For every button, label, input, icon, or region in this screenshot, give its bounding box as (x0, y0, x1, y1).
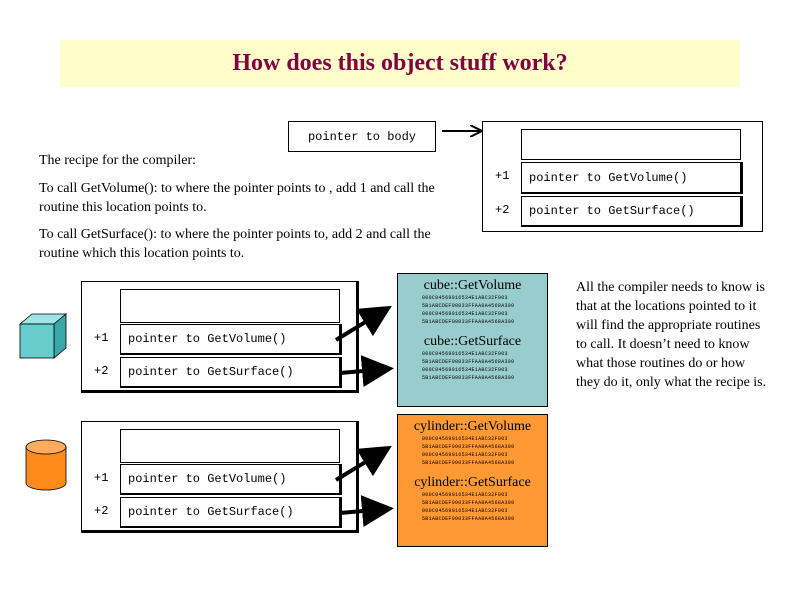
vtable-header-cell (521, 129, 741, 160)
vtable-cylinder: +1 pointer to GetVolume() +2 pointer to … (81, 421, 359, 533)
vtable-slot-getsurface-label: pointer to GetSurface() (529, 204, 695, 218)
arrow-cube-getsurface (339, 355, 394, 388)
cylinder-getvolume-title: cylinder::GetVolume (413, 419, 532, 434)
cube-offset-1: +1 (94, 331, 109, 345)
recipe-heading: The recipe for the compiler: (39, 153, 197, 168)
cube-getsurface-code: 000C04569016534E1ABC32F003 5B1ABCDEF0003… (422, 351, 515, 381)
cylinder-slot-getsurface: pointer to GetSurface() (120, 497, 342, 528)
arrow-cube-getvolume (334, 305, 392, 342)
cube-offset-2: +2 (94, 364, 109, 378)
cylinder-icon (25, 439, 67, 491)
vtable-generic: +1 pointer to GetVolume() +2 pointer to … (482, 121, 763, 232)
cylinder-getsurface-code: 000C04569016534E1ABC32F003 5B1ABCDEF0003… (422, 492, 515, 522)
recipe-step-getvolume: To call GetVolume(): to where the pointe… (39, 181, 435, 215)
cylinder-offset-2: +2 (94, 504, 109, 518)
cube-routines-block: cube::GetVolume 000C04569016534E1ABC32F0… (397, 273, 548, 407)
cylinder-getsurface-title: cylinder::GetSurface (414, 475, 531, 490)
title-band: How does this object stuff work? (60, 40, 740, 87)
vtable-offset-1: +1 (495, 169, 510, 183)
pointer-to-body-label: pointer to body (307, 129, 417, 144)
cylinder-routines-block: cylinder::GetVolume 000C04569016534E1ABC… (397, 414, 548, 547)
cylinder-slot-getsurface-label: pointer to GetSurface() (128, 505, 294, 519)
cube-getvolume-code: 000C04569016534E1ABC32F003 5B1ABCDEF0003… (422, 295, 515, 325)
page-title: How does this object stuff work? (232, 50, 568, 76)
vtable-slot-getvolume-label: pointer to GetVolume() (529, 170, 688, 185)
vtable-slot-getsurface: pointer to GetSurface() (521, 196, 743, 227)
vtable-offset-2: +2 (495, 203, 510, 217)
cube-icon (18, 313, 68, 359)
cylinder-slot-getvolume-label: pointer to GetVolume() (128, 472, 287, 486)
arrow-cylinder-getvolume (334, 445, 392, 482)
cube-slot-getsurface: pointer to GetSurface() (120, 357, 342, 388)
cylinder-header-cell (120, 429, 340, 463)
cube-header-cell (120, 289, 340, 323)
cube-getvolume-title: cube::GetVolume (423, 278, 522, 293)
pointer-to-body-box: pointer to body (288, 121, 436, 152)
cube-getsurface-title: cube::GetSurface (423, 334, 522, 349)
cylinder-getvolume-code: 000C04569016534E1ABC32F003 5B1ABCDEF0003… (422, 436, 515, 466)
vtable-slot-getvolume: pointer to GetVolume() (521, 162, 743, 194)
cylinder-offset-1: +1 (94, 471, 109, 485)
recipe-step-getsurface: To call GetSurface(): to where the point… (39, 227, 431, 261)
cube-slot-getvolume-label: pointer to GetVolume() (128, 332, 287, 346)
explanation-text: All the compiler needs to know is that a… (576, 280, 767, 390)
cylinder-slot-getvolume: pointer to GetVolume() (120, 464, 342, 495)
cube-slot-getsurface-label: pointer to GetSurface() (128, 365, 294, 379)
cube-slot-getvolume: pointer to GetVolume() (120, 324, 342, 355)
arrow-cylinder-getsurface (339, 495, 394, 528)
vtable-cube: +1 pointer to GetVolume() +2 pointer to … (81, 281, 359, 393)
